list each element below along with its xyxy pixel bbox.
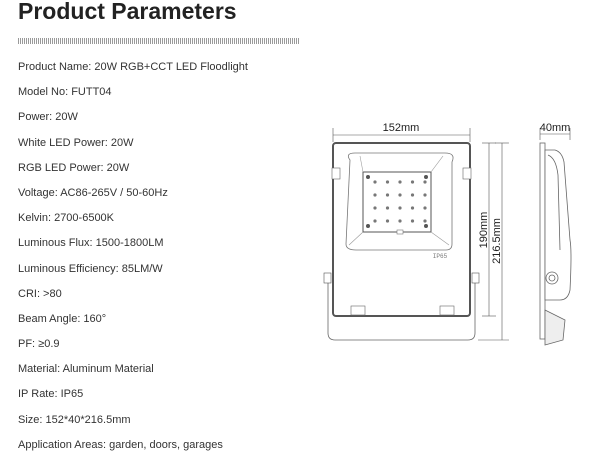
led-dot <box>385 193 390 197</box>
floodlight-side-view <box>539 142 572 346</box>
param-ip-rate: IP Rate: IP65 <box>18 388 84 401</box>
led-dot <box>410 180 415 184</box>
param-product-name: Product Name: 20W RGB+CCT LED Floodlight <box>18 61 248 73</box>
page-title: Product Parameters <box>18 0 237 24</box>
led-dot <box>410 206 415 210</box>
param-luminous-efficiency: Luminous Efficiency: 85LM/W <box>18 262 163 275</box>
param-size: Size: 152*40*216.5mm <box>18 413 131 426</box>
param-cri: CRI: >80 <box>18 287 62 300</box>
param-rgb-led-power: RGB LED Power: 20W <box>18 161 130 174</box>
param-model: Model No: FUTT04 <box>18 86 112 99</box>
led-dot <box>373 180 377 184</box>
param-kelvin: Kelvin: 2700-6500K <box>18 212 115 225</box>
led-dot <box>423 219 427 223</box>
led-dot <box>398 180 402 184</box>
led-dot <box>385 206 390 210</box>
led-dot <box>373 219 377 223</box>
param-voltage: Voltage: AC86-265V / 50-60Hz <box>18 186 168 199</box>
led-dot <box>398 206 402 210</box>
height-label: 190mm <box>478 212 490 249</box>
param-luminous-flux: Luminous Flux: 1500-1800LM <box>18 237 164 250</box>
param-beam-angle: Beam Angle: 160° <box>18 312 107 325</box>
led-dot <box>410 193 415 197</box>
param-power: Power: 20W <box>18 111 78 124</box>
led-dot <box>385 180 390 184</box>
ip-mark: IP65 <box>433 253 448 260</box>
param-white-led-power: White LED Power: 20W <box>18 136 134 149</box>
led-dot <box>385 219 390 223</box>
depth-label: 40mm <box>540 122 571 134</box>
param-pf: PF: ≥0.9 <box>18 338 60 351</box>
led-dot <box>423 193 427 197</box>
parameter-list: Product Name: 20W RGB+CCT LED Floodlight… <box>18 60 248 463</box>
divider <box>18 38 300 44</box>
led-dot <box>373 193 377 197</box>
led-dot <box>410 219 415 223</box>
led-dot <box>398 219 402 223</box>
led-dot <box>398 193 402 197</box>
led-dot <box>423 180 427 184</box>
param-material: Material: Aluminum Material <box>18 363 154 376</box>
floodlight-front-view: IP65 <box>323 142 480 341</box>
led-dot <box>423 206 427 210</box>
width-label: 152mm <box>383 122 420 134</box>
total-height-label: 216.5mm <box>491 218 503 264</box>
param-application-areas: Application Areas: garden, doors, garage… <box>18 438 223 451</box>
led-dot <box>373 206 377 210</box>
